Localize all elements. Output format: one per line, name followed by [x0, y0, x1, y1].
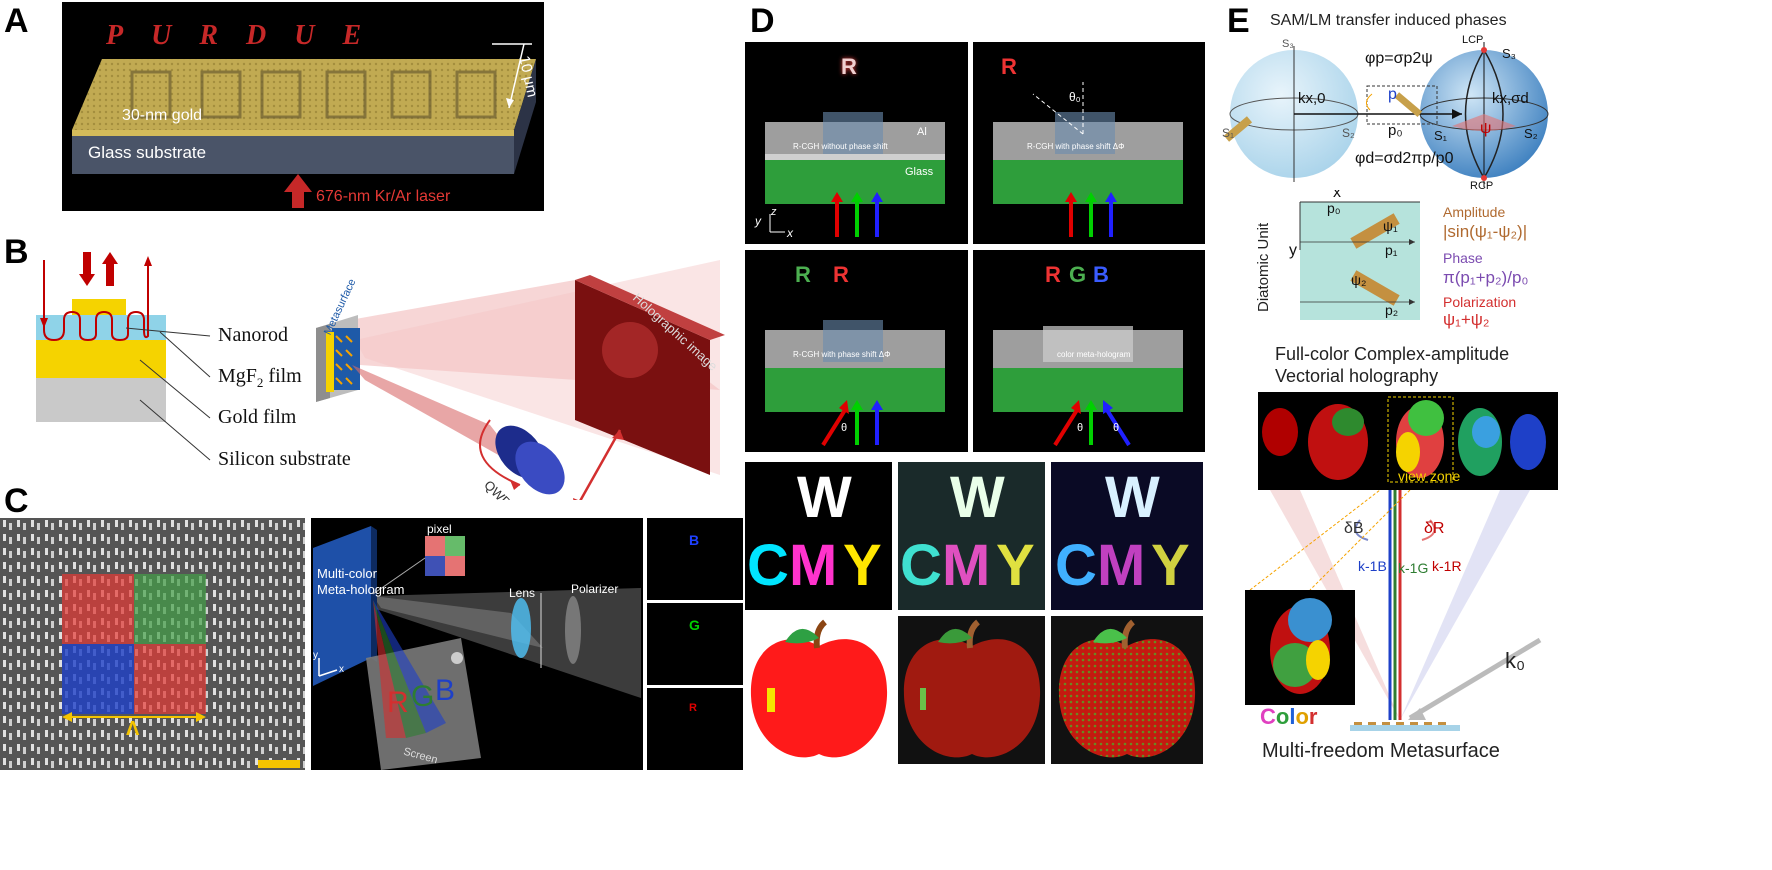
fullcolor-title-2: Vectorial holography: [1275, 366, 1439, 386]
axis-x: x: [339, 664, 344, 675]
apple-exp: [1051, 616, 1203, 764]
pixel-label: pixel: [427, 522, 452, 536]
color-word: Color: [1260, 704, 1318, 729]
wcmy-original: W C M Y: [745, 462, 892, 610]
e-title: SAM/LM transfer induced phases: [1270, 12, 1507, 29]
d-sub3: R R R-CGH with phase shift ΔΦ θ: [745, 250, 968, 452]
rgb-g: G: [411, 680, 435, 713]
panel-label-e: E: [1227, 2, 1250, 40]
panel-label-a: A: [4, 2, 29, 40]
d-sub1: R Al R-CGH without phase shift Glass y z…: [745, 42, 968, 244]
panel-b-figure: [36, 252, 725, 500]
e-bottom-label: Multi-freedom Metasurface: [1262, 740, 1500, 762]
rgb-b: B: [435, 674, 456, 707]
meta-hologram-title-2: Meta-hologram: [317, 582, 405, 597]
panel-label-b: B: [4, 233, 29, 271]
d-caption-4: color meta-hologram: [1057, 350, 1131, 359]
laser-label: 676-nm Kr/Ar laser: [316, 188, 451, 205]
panel-c-setup: pixel Multi-color Meta-hologram Lens Pol…: [311, 518, 643, 770]
wcmy-sim: W C M Y: [898, 462, 1045, 610]
d-caption-3: R-CGH with phase shift ΔΦ: [793, 350, 891, 359]
fullcolor-title-1: Full-color Complex-amplitude: [1275, 344, 1510, 364]
purdue-word: PURDUE: [106, 20, 390, 51]
lens-label: Lens: [509, 586, 536, 600]
panel-b: Nanorod MgF2 film Gold film Silicon subs…: [20, 240, 745, 500]
wcmy-exp: W C M Y: [1051, 462, 1203, 610]
parrot-strip: view zone: [1258, 392, 1558, 490]
apple-original: [745, 616, 892, 764]
channel-g: G: [647, 603, 743, 685]
panel-a-figure: [72, 43, 536, 208]
d-caption-2: R-CGH with phase shift ΔΦ: [1027, 142, 1125, 151]
silicon-substrate-label: Silicon substrate: [218, 448, 351, 470]
phi-d: φd=σd2πp/p0: [1355, 150, 1454, 167]
glass-substrate-label: Glass substrate: [88, 143, 207, 162]
meta-hologram-title-1: Multi-color: [317, 566, 377, 581]
poincare-spheres: kx,0 kx,σd S₃ S₁ S₂ LCP S₃ S₁ S₂ RCP ψ p…: [1222, 32, 1552, 192]
axis-y: y: [313, 650, 318, 661]
polarizer-label: Polarizer: [571, 582, 619, 596]
rgb-r: R: [387, 686, 409, 719]
diatomic-unit: Diatomic Unit x y p₀ ψ₁ p₁ ψ₂ p₂ Amplitu…: [1255, 190, 1529, 329]
panel-label-d: D: [750, 2, 775, 40]
e-bottom-figure: δB δR k-1B k-1G k-1R k₀ Color: [1240, 490, 1560, 770]
channel-r: R: [647, 688, 743, 770]
mgf2-label: MgF2 film: [218, 365, 302, 390]
panel-label-c: C: [4, 482, 29, 520]
panel-c-sem: Λ: [0, 518, 305, 770]
nanorod-label: Nanorod: [218, 324, 288, 346]
apple-sim: [898, 616, 1045, 764]
d-sub4: R G B color meta-hologram θ θ: [973, 250, 1205, 452]
setup-figure: [313, 526, 641, 770]
channel-b: B: [647, 518, 743, 600]
phi-p: φp=σp2ψ: [1365, 50, 1433, 67]
sem-image: [0, 518, 305, 770]
gold-label: 30-nm gold: [122, 107, 203, 124]
panel-a: PURDUE 10 μm 30-nm gold Glass substrate …: [62, 2, 544, 211]
d-caption-1: R-CGH without phase shift: [793, 142, 888, 151]
gold-film-label: Gold film: [218, 406, 297, 428]
d-sub2: R θ₀ R-CGH with phase shift ΔΦ: [973, 42, 1205, 244]
lambda-label: Λ: [126, 718, 140, 740]
